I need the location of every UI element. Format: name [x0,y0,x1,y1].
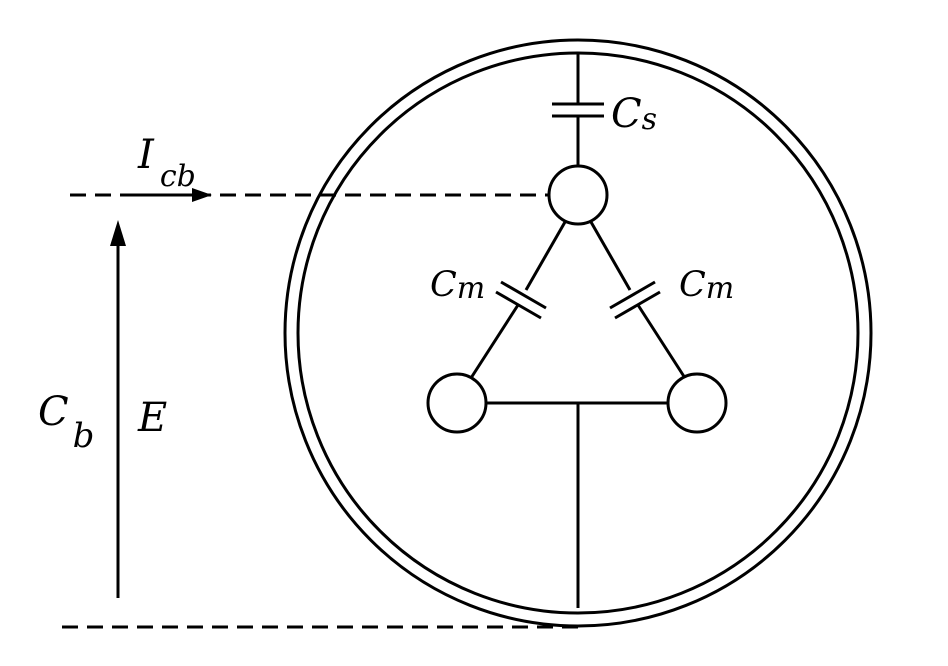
cm-left-plate-1 [500,280,547,310]
label-icb-main: I [138,132,154,178]
cm-left-plate-2 [495,290,542,320]
cm-right-plate-2 [614,290,661,320]
label-cm-right-main: C [679,265,706,305]
label-cm-left-main: C [430,265,457,305]
label-cm-right: Cm [679,265,735,306]
e-arrow-head [110,220,126,246]
icb-arrow-head [192,188,212,202]
label-cb-sub: b [72,416,95,456]
conductor-left [426,372,488,434]
label-cm-left-sub: m [456,271,486,306]
cm-right-lead-upper [589,221,632,291]
conductor-top [547,164,609,226]
label-e: E [138,395,168,441]
cm-left-lead-upper [524,221,567,291]
label-cb-main: C [38,389,69,435]
label-icb-sub: cb [159,159,196,194]
label-cs: Cs [611,91,658,137]
cm-left-lead-lower [469,304,520,379]
cm-right-plate-1 [609,280,656,310]
label-cs-sub: s [641,102,658,137]
label-cs-main: C [611,91,642,137]
conductor-right [666,372,728,434]
label-cm-right-sub: m [705,271,735,306]
label-cb: Cb [38,389,94,453]
cm-right-lead-lower [636,304,687,379]
label-cm-left: Cm [430,265,486,306]
